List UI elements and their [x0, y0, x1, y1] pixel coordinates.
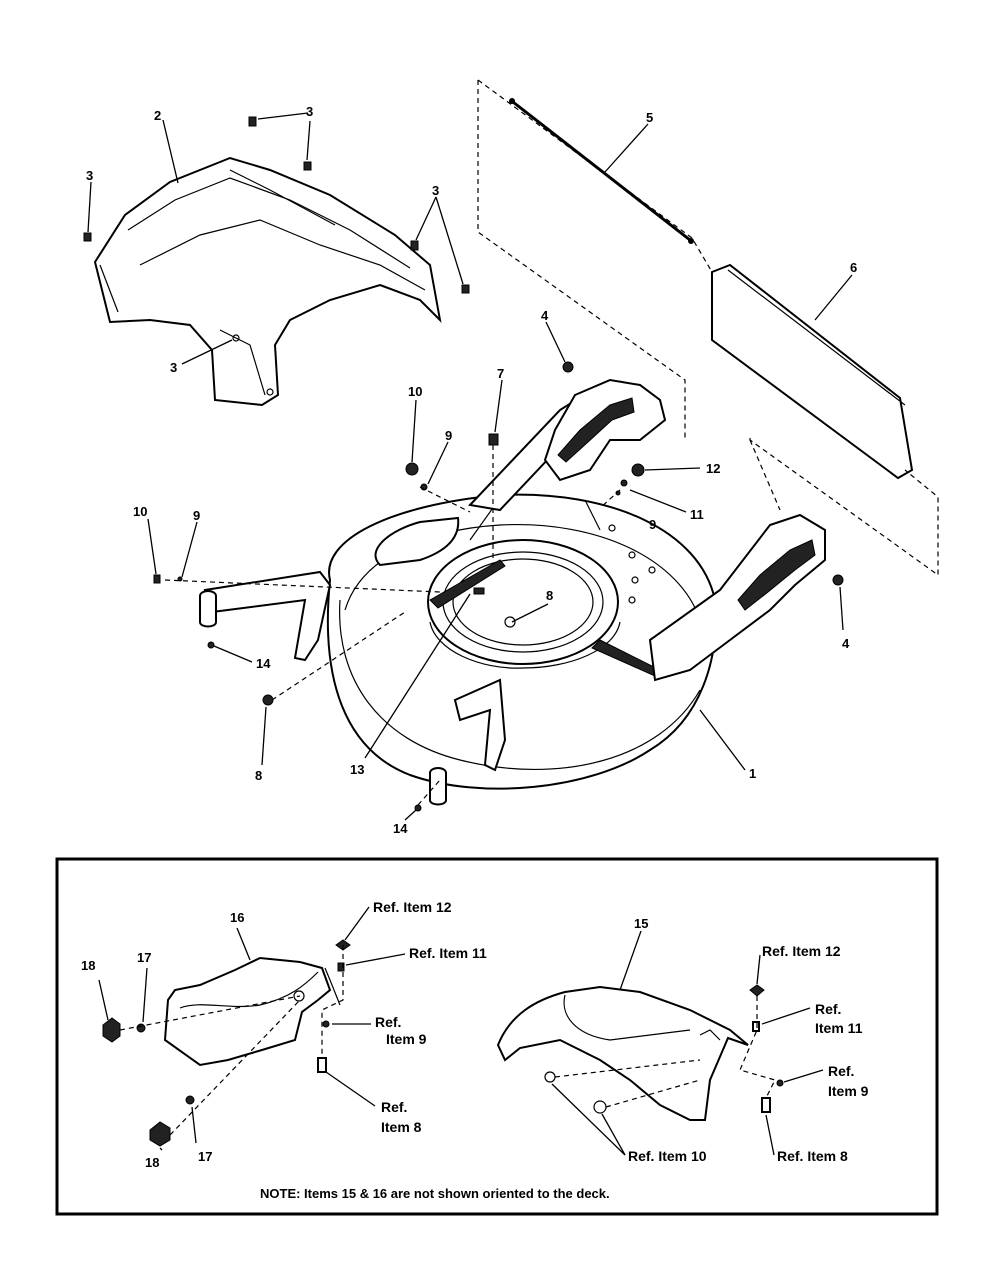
callout-14: 14: [256, 656, 271, 671]
callout-17: 17: [137, 950, 151, 965]
callout-11: 11: [690, 507, 704, 522]
callout-10: 10: [133, 504, 147, 519]
callout-8: 8: [546, 588, 553, 603]
ref-item-8-left-line2: Item 8: [381, 1119, 422, 1135]
callout-16: 16: [230, 910, 244, 925]
callout-numbers: 2 3 3 3 3 5 6 4 7 10 9 12 11 9 10 9 8 4 …: [86, 104, 857, 836]
ref-item-9-right-line1: Ref.: [828, 1063, 854, 1079]
callout-3: 3: [306, 104, 313, 119]
callout-2: 2: [154, 108, 161, 123]
inset-box: [55, 857, 939, 1216]
callout-1: 1: [749, 766, 756, 781]
callout-10: 10: [408, 384, 422, 399]
front-axle-part: [199, 570, 507, 806]
callout-9: 9: [445, 428, 452, 443]
inset-labels: 16 18 17 17 18 15 Ref. Item 12 Ref. Item…: [81, 899, 869, 1201]
side-cover-15-part: [496, 985, 749, 1121]
callout-12: 12: [706, 461, 720, 476]
inset-note: NOTE: Items 15 & 16 are not shown orient…: [260, 1186, 610, 1201]
callout-15: 15: [634, 916, 648, 931]
leader-lines: [87, 112, 853, 821]
callout-17: 17: [198, 1149, 212, 1164]
callout-3: 3: [432, 183, 439, 198]
callout-7: 7: [497, 366, 504, 381]
ref-item-11-left: Ref. Item 11: [409, 945, 487, 961]
nut-knob-icon: [102, 1017, 195, 1147]
callout-13: 13: [350, 762, 364, 777]
rear-shroud-part: [93, 156, 442, 407]
callout-3: 3: [86, 168, 93, 183]
rear-flap-part: [711, 263, 914, 480]
callout-6: 6: [850, 260, 857, 275]
ref-item-9-left-line2: Item 9: [386, 1031, 427, 1047]
deck-dashed-guides: [164, 445, 621, 806]
callout-14: 14: [393, 821, 408, 836]
callout-4: 4: [842, 636, 850, 651]
side-cover-16-part: [163, 956, 341, 1067]
inset-hardware-right: [544, 984, 784, 1114]
ref-item-9-left-line1: Ref.: [375, 1014, 401, 1030]
ref-item-11-right-line2: Item 11: [815, 1020, 863, 1036]
ref-item-8-left-line1: Ref.: [381, 1099, 407, 1115]
ref-item-10-right: Ref. Item 10: [628, 1148, 707, 1164]
callout-9: 9: [649, 517, 656, 532]
ref-item-11-right-line1: Ref.: [815, 1001, 841, 1017]
callout-4: 4: [541, 308, 549, 323]
ref-item-9-right-line2: Item 9: [828, 1083, 869, 1099]
ref-item-8-right: Ref. Item 8: [777, 1148, 848, 1164]
callout-5: 5: [646, 110, 653, 125]
screw-icon: [83, 116, 470, 294]
callout-3: 3: [170, 360, 177, 375]
ref-item-12-left: Ref. Item 12: [373, 899, 452, 915]
inset-hardware-left: [119, 939, 351, 1136]
assembly-dashed-guides: [477, 79, 939, 577]
callout-18: 18: [81, 958, 95, 973]
callout-9: 9: [193, 508, 200, 523]
deck-rear-bracket-part: [467, 378, 667, 512]
ref-item-12-right: Ref. Item 12: [762, 943, 841, 959]
callout-8: 8: [255, 768, 262, 783]
callout-18: 18: [145, 1155, 159, 1170]
deck-side-bracket-part: [648, 513, 826, 682]
inset-leader-lines: [98, 906, 824, 1156]
mower-deck-part: [326, 493, 717, 790]
